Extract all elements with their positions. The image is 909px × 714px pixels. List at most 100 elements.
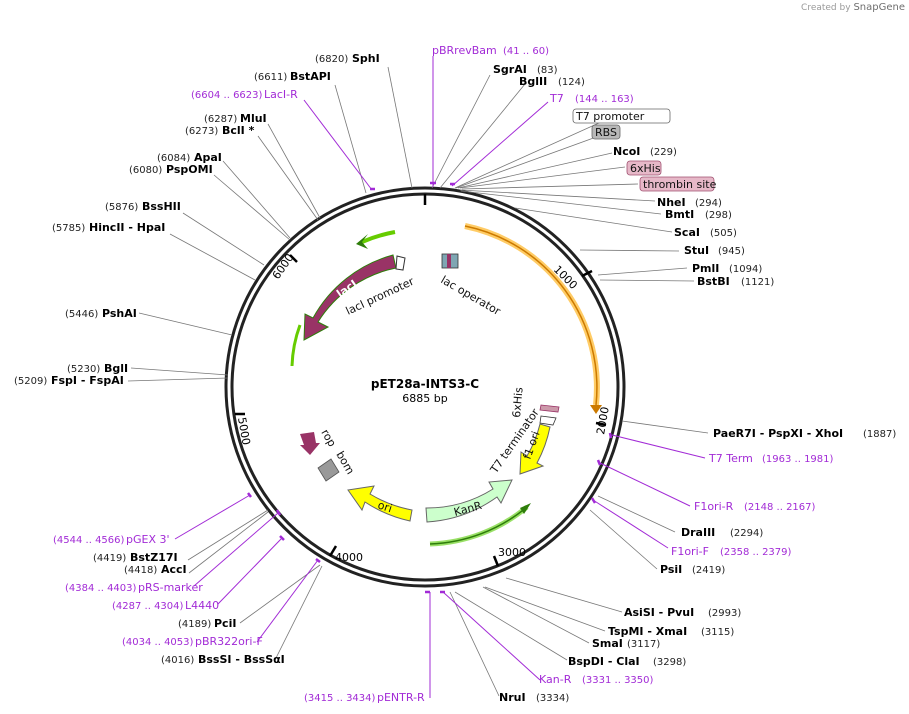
primer-pentr-r-range: (3415 .. 3434) [304,693,376,704]
enzyme-bgli[interactable]: BglI [104,362,128,375]
enzyme-clai[interactable]: BspDI - ClaI [568,655,640,668]
enzyme-labels-left: (6820) SphI (6611) BstAPI (6287) MluI (6… [14,52,380,666]
enzyme-pmli-pos: (1094) [729,264,762,275]
primer-pgex3[interactable]: pGEX 3' [126,533,170,546]
enzyme-xmai-pos: (3115) [701,627,734,638]
enzyme-scai[interactable]: ScaI [674,226,700,239]
enzyme-sgrai[interactable]: SgrAI [493,63,527,76]
enzyme-stui-pos: (945) [718,246,745,257]
his-tag-label: 6xHis [510,386,526,418]
laci-arrow[interactable] [303,254,397,341]
enzyme-bmti-pos: (298) [705,210,732,221]
primer-laci-r-range: (6604 .. 6623) [191,90,263,101]
enzyme-smai-pos: (3117) [627,639,660,650]
primer-prs-marker[interactable]: pRS-marker [138,581,203,594]
primer-f1ori-f-range: (2358 .. 2379) [720,547,792,558]
enzyme-bgli-pos: (5230) [67,364,100,375]
primer-f1ori-r-range: (2148 .. 2167) [744,502,816,513]
lac-operator-stripe [447,254,451,268]
enzyme-psii[interactable]: PsiI [660,563,682,576]
primer-laci-r[interactable]: LacI-R [264,88,298,101]
enzyme-bstbi[interactable]: BstBI [697,275,730,288]
rop-arrow [300,432,320,455]
enzyme-xhoi[interactable]: PaeR7I - PspXI - XhoI [713,427,843,440]
kanr-arrow [425,479,513,523]
enzyme-bsshii[interactable]: BssHII [142,200,181,213]
enzyme-pspomi[interactable]: PspOMI [166,163,213,176]
enzyme-pcii[interactable]: PciI [214,617,236,630]
tick-5000: 5000 [235,416,253,446]
enzyme-apai-pos: (6084) [157,153,190,164]
enzyme-smai[interactable]: SmaI [592,637,623,650]
enzyme-bstapi-pos: (6611) [254,72,287,83]
enzyme-nrui[interactable]: NruI [499,691,526,704]
enzyme-draiii[interactable]: DraIII [681,526,715,539]
enzyme-xmai[interactable]: TspMI - XmaI [608,625,687,638]
enzyme-mlui-pos: (6287) [204,114,237,125]
feature-boxes: T7 promoter RBS 6xHis thrombin site [572,108,717,192]
primer-l4440-range: (4287 .. 4304) [112,601,184,612]
enzyme-pshai[interactable]: PshAI [102,307,137,320]
enzyme-bcli-pos: (6273) [185,126,218,137]
enzyme-bmti[interactable]: BmtI [665,208,694,221]
enzyme-pvui[interactable]: AsiSI - PvuI [624,606,694,619]
primer-pgex3-range: (4544 .. 4566) [53,535,125,546]
tick-marks [235,194,607,567]
rop-label: rop [318,427,338,449]
primer-t7-term[interactable]: T7 Term [708,452,753,465]
his-tag-marker [539,404,560,413]
primer-lines [174,56,706,698]
primer-t7[interactable]: T7 [549,92,564,105]
primer-prs-marker-range: (4384 .. 4403) [65,583,137,594]
enzyme-acci-pos: (4418) [124,565,157,576]
enzyme-pvui-pos: (2993) [708,608,741,619]
enzyme-scai-pos: (505) [710,228,737,239]
enzyme-nhei-pos: (294) [695,198,722,209]
kanr-label: KanR [452,499,483,519]
feature-t7-promoter[interactable]: T7 promoter [575,110,645,123]
enzyme-sgrai-pos: (83) [537,65,558,76]
primer-l4440[interactable]: L4440 [185,599,219,612]
primer-f1ori-r[interactable]: F1ori-R [694,500,734,513]
tick-3000: 3000 [498,546,526,559]
enzyme-mlui[interactable]: MluI [240,112,267,125]
enzyme-hpai[interactable]: HincII - HpaI [89,221,165,234]
enzyme-apai[interactable]: ApaI [194,151,222,164]
enzyme-pshai-pos: (5446) [65,309,98,320]
primer-pbrrevbam[interactable]: pBRrevBam [432,44,497,57]
enzyme-fspi[interactable]: FspI - FspAI [51,374,124,387]
feature-thrombin-site[interactable]: thrombin site [643,178,717,191]
primer-pentr-r[interactable]: pENTR-R [377,691,425,704]
f1-ori-arrow [519,423,551,475]
enzyme-acci[interactable]: AccI [161,563,187,576]
enzyme-sphi[interactable]: SphI [352,52,380,65]
enzyme-stui[interactable]: StuI [684,244,709,257]
primer-kan-r[interactable]: Kan-R [539,673,572,686]
enzyme-bsssi[interactable]: BssSI - BssSαI [198,653,285,666]
enzyme-ncoi-pos: (229) [650,147,677,158]
enzyme-bstz17i-pos: (4419) [93,553,126,564]
enzyme-bglii[interactable]: BglII [519,75,547,88]
tick-2000: 2000 [594,406,612,436]
enzyme-ncoi[interactable]: NcoI [613,145,640,158]
feature-rbs[interactable]: RBS [595,126,617,139]
feature-6xhis[interactable]: 6xHis [630,162,661,175]
plasmid-name: pET28a-INTS3-C [371,377,479,391]
enzyme-pmli[interactable]: PmlI [692,262,719,275]
orf-arcs [290,223,602,547]
enzyme-nhei[interactable]: NheI [657,196,686,209]
primer-pbr322ori-f[interactable]: pBR322ori-F [195,635,263,648]
enzyme-bstz17i[interactable]: BstZ17I [130,551,178,564]
enzyme-bcli[interactable]: BclI * [222,124,255,137]
primer-marks [247,181,613,594]
primer-pbrrevbam-range: (41 .. 60) [503,46,549,57]
primer-t7-range: (144 .. 163) [575,94,634,105]
enzyme-bstapi[interactable]: BstAPI [290,70,331,83]
enzyme-bstbi-pos: (1121) [741,277,774,288]
primer-f1ori-f[interactable]: F1ori-F [671,545,709,558]
enzyme-xhoi-pos: (1887) [863,429,896,440]
t7-terminator-marker [539,415,557,426]
enzyme-pspomi-pos: (6080) [129,165,162,176]
ori-label: ori [376,498,394,515]
